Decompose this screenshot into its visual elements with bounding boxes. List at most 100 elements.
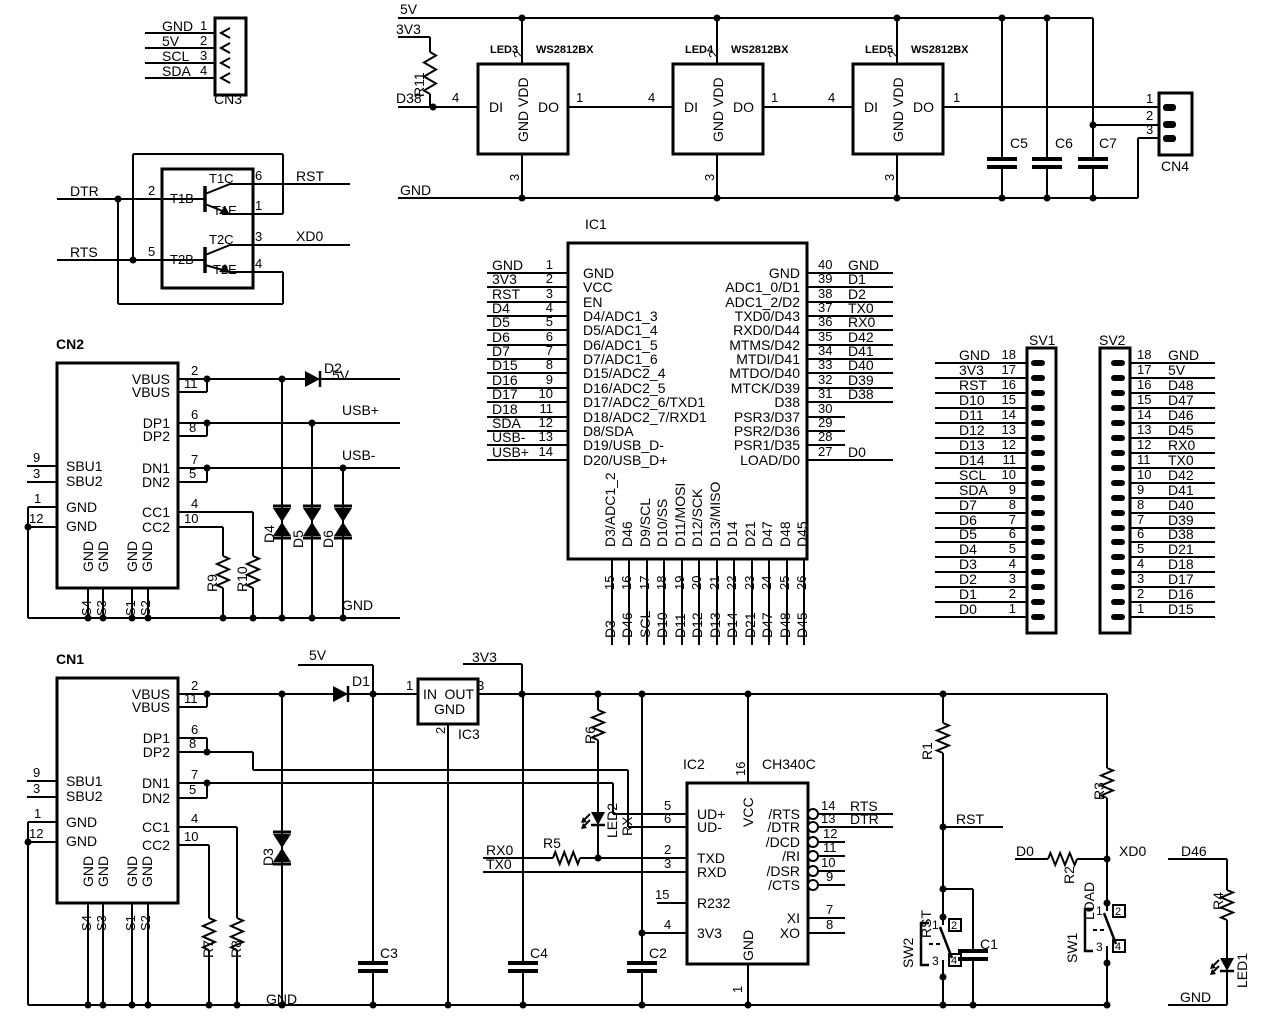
pin-number: 1 [255, 198, 263, 213]
refdes-led3: LED3 [490, 44, 519, 56]
net-label: D14 [724, 612, 740, 638]
pin-number: 6 [255, 168, 263, 183]
pin-name: GND [95, 855, 111, 887]
pin-number: 6 [191, 407, 199, 422]
pin-number: 5 [148, 244, 156, 259]
net-label: D10 [654, 612, 670, 638]
net-label: D11 [959, 407, 984, 423]
pin-number: 2 [951, 920, 958, 932]
refdes-sw2: SW2 [900, 937, 916, 968]
net-label: D12 [959, 422, 985, 438]
pin-number: 11 [823, 840, 837, 855]
net-label: D6 [959, 512, 977, 528]
pin-number: 4 [1137, 556, 1145, 571]
pin-name: /DCD [765, 834, 800, 850]
net-label: RX0 [848, 314, 876, 330]
net-label: SDA [492, 415, 521, 431]
pin-number: 3 [664, 856, 672, 871]
pin-name: RXD0/D44 [733, 322, 800, 338]
pin-name: D20/USB_D+ [583, 452, 668, 468]
pin-number: 11 [184, 691, 198, 706]
pin-name: DO [733, 99, 754, 115]
pin-name: PSR2/D36 [733, 423, 800, 439]
net-label: RTS [850, 798, 878, 814]
pin-name: GND [768, 265, 800, 281]
net-label: TX0 [1168, 452, 1194, 468]
pin-number: 12 [29, 511, 44, 526]
pin-number: 2 [511, 50, 526, 58]
pin-name: LOAD/D0 [740, 452, 800, 468]
net-label: D38 [396, 90, 422, 106]
pin-number: 3 [1146, 122, 1154, 137]
pin-number: 14 [1001, 407, 1016, 422]
pin-number: 1 [1008, 601, 1016, 616]
pin-number: 17 [637, 575, 652, 590]
net-label: 3V3 [492, 271, 517, 287]
pin-number: 17 [1137, 362, 1152, 377]
pin-name: GND [139, 540, 155, 572]
pin-name: 3V3 [697, 925, 722, 941]
pin-number: 1 [1096, 904, 1103, 918]
pin-number: 3 [477, 678, 485, 693]
net-label: XD0 [296, 228, 324, 244]
pin-name: D21 [742, 521, 758, 547]
pin-number: 36 [818, 314, 833, 329]
led-icons [581, 812, 1234, 975]
pin-number: 2 [1137, 586, 1145, 601]
pin-number: 8 [1008, 497, 1016, 512]
pin-name: ADC1_2/D2 [725, 294, 800, 310]
net-label: GND [162, 18, 194, 34]
net-label: D18 [492, 401, 518, 417]
pin-number: 10 [184, 511, 199, 526]
pin-name: DI [864, 99, 878, 115]
pin-number: 26 [794, 575, 809, 590]
pin-name: DP1 [142, 730, 170, 746]
pin-name: S2 [138, 600, 153, 616]
pin-number: 3 [932, 954, 939, 968]
pin-number: 6 [664, 811, 672, 826]
signal-label: RST [918, 910, 934, 938]
net-label: SDA [162, 63, 191, 79]
refdes-c2: C2 [649, 945, 667, 961]
pin-name: DI [684, 99, 698, 115]
net-label: D11 [672, 613, 688, 638]
refdes-d1: D1 [352, 673, 370, 689]
pin-name: DN1 [141, 775, 170, 791]
part-name: WS2812BX [911, 44, 969, 56]
pin-number: 14 [538, 444, 553, 459]
pin-name: DO [913, 99, 934, 115]
switch-sw1-icon [1083, 904, 1126, 953]
pin-number: 4 [545, 300, 553, 315]
pin-number: 3 [545, 286, 553, 301]
pin-number: 4 [828, 90, 836, 105]
junction-dots [24, 14, 1111, 1009]
net-label: D0 [848, 444, 866, 460]
pin-number: 7 [1137, 512, 1145, 527]
net-label: 5V [162, 33, 180, 49]
net-label: D0 [959, 601, 977, 617]
net-label: D42 [848, 329, 874, 345]
pin-name: CC2 [141, 837, 170, 853]
net-label: D5 [959, 526, 977, 542]
pin-number: 10 [538, 386, 553, 401]
net-label: 5V [400, 1, 418, 17]
pin-number: 5 [189, 466, 197, 481]
net-label: 5V [309, 647, 327, 663]
pin-name: DO [538, 99, 559, 115]
pin-number: 4 [951, 955, 958, 967]
refdes-r4: R4 [1210, 892, 1226, 910]
net-label: D48 [777, 612, 793, 638]
refdes-led1: LED1 [1234, 952, 1250, 988]
part-name: WS2812BX [731, 44, 789, 56]
header-pad-icons [1031, 360, 1125, 620]
pin-number: 8 [189, 736, 197, 751]
pin-number: 4 [255, 256, 263, 271]
pin-name: VCC [740, 797, 756, 827]
pin-number: 20 [689, 575, 704, 590]
refdes-sv1: SV1 [1029, 332, 1056, 348]
pin-number: 4 [191, 496, 199, 511]
net-label: D21 [1168, 541, 1194, 557]
net-label: D15 [1168, 601, 1194, 617]
pin-name: GND [66, 499, 98, 515]
pin-name: VBUS [131, 686, 170, 702]
